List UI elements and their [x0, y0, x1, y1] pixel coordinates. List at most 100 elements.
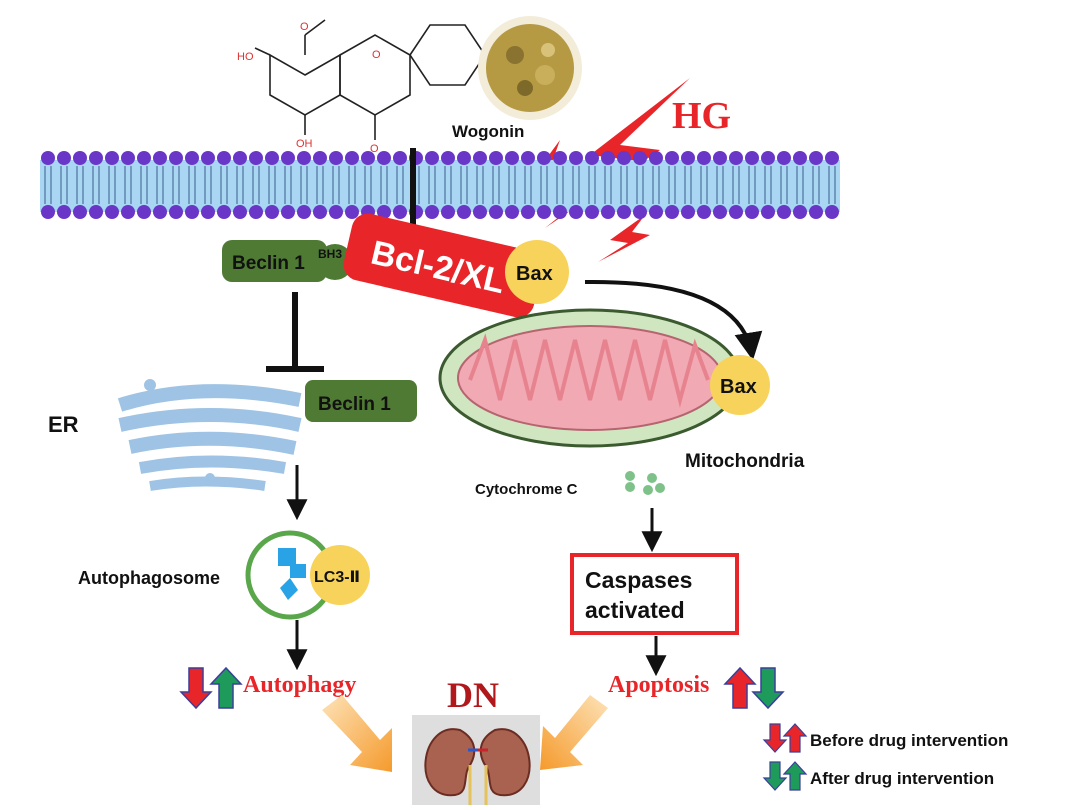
membrane-head-top: [713, 151, 727, 165]
membrane-tail: [204, 166, 212, 204]
membrane-tail: [60, 166, 68, 204]
membrane-head-top: [121, 151, 135, 165]
hydroxyl-top-label: HO: [237, 51, 254, 63]
ketone-oxygen-label: O: [370, 143, 379, 155]
membrane-head-top: [441, 151, 455, 165]
membrane-head-top: [57, 151, 71, 165]
er-label: ER: [48, 412, 79, 437]
membrane-tail: [524, 166, 532, 204]
membrane-tail: [44, 166, 52, 204]
membrane-head-top: [393, 151, 407, 165]
membrane-head-top: [41, 151, 55, 165]
membrane-tail: [172, 166, 180, 204]
membrane-head-top: [601, 151, 615, 165]
mitochondria-label: Mitochondria: [685, 451, 805, 472]
membrane-head-bottom: [617, 205, 631, 219]
membrane-tail: [604, 166, 612, 204]
membrane-head-bottom: [649, 205, 663, 219]
membrane-head-bottom: [121, 205, 135, 219]
membrane-head-top: [665, 151, 679, 165]
cytochrome-c-icon: [625, 471, 665, 495]
membrane-tail: [252, 166, 260, 204]
membrane-tail: [316, 166, 324, 204]
membrane-head-bottom: [185, 205, 199, 219]
membrane-tail: [348, 166, 356, 204]
hydroxyl-bottom-label: OH: [296, 138, 313, 150]
membrane-head-top: [649, 151, 663, 165]
membrane-head-bottom: [505, 205, 519, 219]
membrane-tail: [300, 166, 308, 204]
membrane-head-bottom: [761, 205, 775, 219]
membrane-head-bottom: [233, 205, 247, 219]
membrane-tail: [764, 166, 772, 204]
apoptosis-label: Apoptosis: [608, 672, 709, 698]
membrane-head-top: [681, 151, 695, 165]
membrane-head-bottom: [665, 205, 679, 219]
membrane-head-bottom: [137, 205, 151, 219]
legend-after-down-icon: [762, 761, 788, 791]
membrane-head-top: [249, 151, 263, 165]
membrane-tail: [92, 166, 100, 204]
membrane-tail: [476, 166, 484, 204]
membrane-head-bottom: [441, 205, 455, 219]
beclin1-er-label: Beclin 1: [318, 394, 391, 415]
membrane-head-top: [329, 151, 343, 165]
membrane-head-bottom: [601, 205, 615, 219]
beclin-inhibition-line: [266, 292, 324, 372]
membrane-head-top: [137, 151, 151, 165]
membrane-head-bottom: [41, 205, 55, 219]
membrane-head-bottom: [281, 205, 295, 219]
lc3-label: LC3-Ⅱ: [314, 569, 360, 586]
lightning-bolt-lower-icon: [598, 215, 650, 262]
er-structure: [117, 379, 302, 491]
legend-after-label: After drug intervention: [810, 769, 994, 788]
membrane-head-top: [617, 151, 631, 165]
membrane-head-bottom: [569, 205, 583, 219]
membrane-head-top: [489, 151, 503, 165]
membrane-head-bottom: [521, 205, 535, 219]
lc3-circle: [310, 545, 370, 605]
membrane-head-bottom: [329, 205, 343, 219]
membrane-head-top: [73, 151, 87, 165]
membrane-head-top: [745, 151, 759, 165]
membrane-head-top: [105, 151, 119, 165]
autophagy-down-arrow-icon: [179, 667, 213, 710]
membrane-head-bottom: [825, 205, 839, 219]
membrane-tail: [588, 166, 596, 204]
bcl2-xl-box: [343, 213, 543, 318]
membrane-tail: [428, 166, 436, 204]
hg-label: HG: [672, 95, 731, 137]
membrane-head-top: [633, 151, 647, 165]
membrane-tail: [748, 166, 756, 204]
membrane-tail: [812, 166, 820, 204]
membrane-head-top: [185, 151, 199, 165]
membrane-tail: [716, 166, 724, 204]
membrane-tail: [556, 166, 564, 204]
membrane-tail: [156, 166, 164, 204]
membrane-head-top: [521, 151, 535, 165]
membrane-head-top: [153, 151, 167, 165]
wogonin-herb-image: [478, 16, 582, 120]
membrane-head-bottom: [553, 205, 567, 219]
membrane-head-top: [825, 151, 839, 165]
membrane-head-top: [345, 151, 359, 165]
wogonin-structure: [254, 19, 486, 140]
membrane-tail: [380, 166, 388, 204]
methoxy-oxygen-label: O: [300, 21, 309, 33]
membrane-head-bottom: [425, 205, 439, 219]
membrane-head-top: [89, 151, 103, 165]
orange-arrow-left-icon: [322, 695, 392, 772]
bax-top-circle: [505, 240, 569, 304]
membrane-head-bottom: [777, 205, 791, 219]
membrane-head-top: [537, 151, 551, 165]
bh3-domain: [317, 244, 353, 280]
membrane-head-bottom: [473, 205, 487, 219]
membrane-tail: [444, 166, 452, 204]
membrane-head-top: [729, 151, 743, 165]
membrane-head-top: [281, 151, 295, 165]
membrane-head-top: [233, 151, 247, 165]
membrane-head-bottom: [377, 205, 391, 219]
membrane-tail: [572, 166, 580, 204]
caspases-box: [570, 553, 739, 635]
membrane-head-bottom: [153, 205, 167, 219]
